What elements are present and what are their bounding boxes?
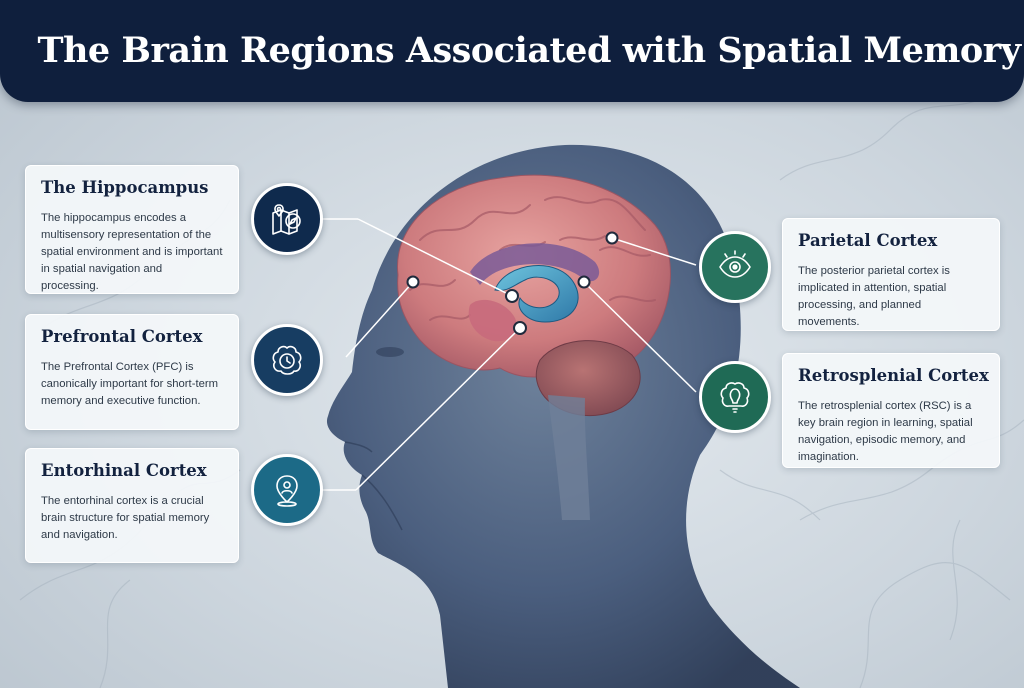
parietal-card: Parietal Cortex The posterior parietal c… — [782, 218, 1000, 331]
eye-icon — [719, 250, 751, 278]
retrosplenial-dot — [577, 275, 591, 289]
retrosplenial-description: The retrosplenial cortex (RSC) is a key … — [798, 399, 973, 463]
parietal-description: The posterior parietal cortex is implica… — [798, 264, 950, 328]
entorhinal-title: Entorhinal Cortex — [41, 461, 207, 480]
retrosplenial-connector — [583, 281, 697, 393]
prefrontal-dot — [406, 275, 420, 289]
map-compass-icon — [272, 204, 301, 235]
hippocampus-dot — [505, 289, 519, 303]
retrosplenial-card: Retrosplenial Cortex The retrosplenial c… — [782, 353, 1000, 468]
prefrontal-description: The Prefrontal Cortex (PFC) is canonical… — [41, 360, 219, 407]
brain-stem — [548, 395, 590, 520]
parietal-connector — [611, 237, 697, 266]
brain-clock-icon — [272, 345, 302, 375]
brain-lightbulb-icon — [720, 382, 750, 413]
prefrontal-title: Prefrontal Cortex — [41, 327, 203, 346]
entorhinal-structure — [468, 299, 517, 342]
hippocampus-description: The hippocampus encodes a multisensory r… — [41, 211, 223, 292]
location-pin-icon — [276, 475, 298, 507]
prefrontal-connector — [345, 281, 414, 358]
corpus-callosum — [470, 243, 600, 285]
connector-lines — [322, 218, 697, 491]
hippocampus-title: The Hippocampus — [41, 178, 209, 197]
entorhinal-dot — [513, 321, 527, 335]
page-title: The Brain Regions Associated with Spatia… — [37, 30, 1021, 71]
title-bar: The Brain Regions Associated with Spatia… — [0, 0, 1024, 102]
hippocampus-card: The Hippocampus The hippocampus encodes … — [25, 165, 239, 294]
hippocampus-structure — [494, 265, 579, 323]
parietal-title: Parietal Cortex — [798, 231, 938, 250]
parietal-dot — [605, 231, 619, 245]
hippocampus-badge — [251, 183, 323, 255]
prefrontal-badge — [251, 324, 323, 396]
parietal-badge — [699, 231, 771, 303]
connector-dots — [406, 231, 619, 335]
entorhinal-badge — [251, 454, 323, 526]
prefrontal-card: Prefrontal Cortex The Prefrontal Cortex … — [25, 314, 239, 430]
retrosplenial-badge — [699, 361, 771, 433]
entorhinal-description: The entorhinal cortex is a crucial brain… — [41, 494, 210, 541]
entorhinal-card: Entorhinal Cortex The entorhinal cortex … — [25, 448, 239, 563]
retrosplenial-title: Retrosplenial Cortex — [798, 366, 989, 385]
